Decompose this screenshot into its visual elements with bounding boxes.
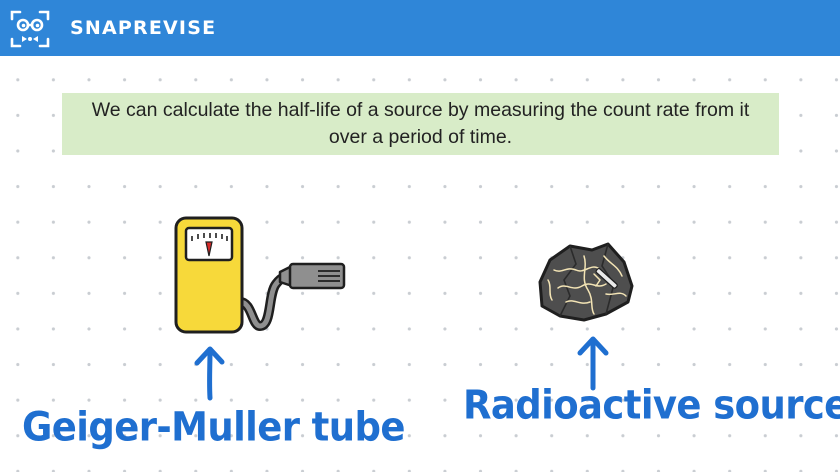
geiger-muller-tube-label: Geiger-Muller tube: [22, 404, 405, 451]
info-box: We can calculate the half-life of a sour…: [62, 93, 779, 155]
arrow-up-icon: [577, 336, 609, 391]
radioactive-source-label: Radioactive source: [463, 382, 840, 429]
face-with-glasses-icon: [10, 10, 50, 48]
geiger-muller-tube-icon: [174, 216, 346, 334]
info-text: We can calculate the half-life of a sour…: [91, 99, 750, 148]
brand-name: SNAPREVISE: [70, 17, 217, 39]
header-bar: SNAPREVISE: [0, 0, 840, 56]
arrow-up-icon: [194, 346, 225, 401]
radioactive-rock-icon: [538, 242, 634, 322]
